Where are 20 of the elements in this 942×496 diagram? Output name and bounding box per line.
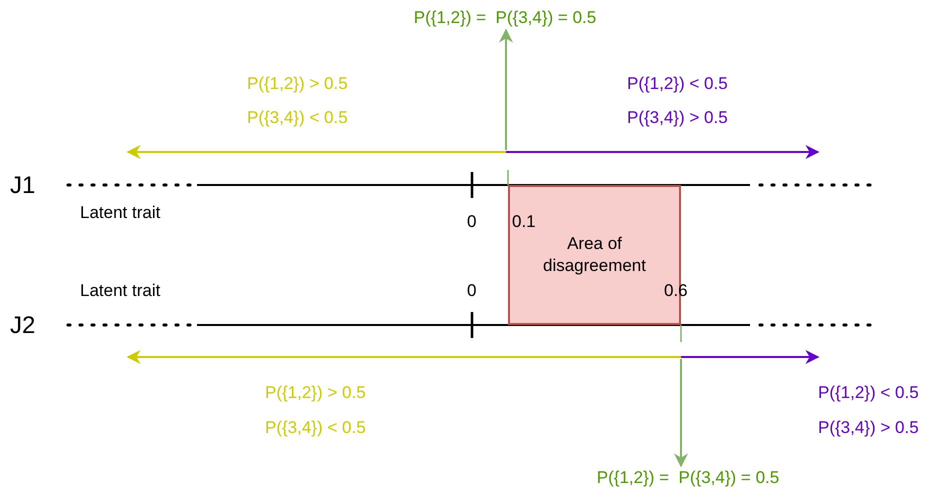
tick-label: 0: [467, 212, 476, 232]
axis-label: Latent trait: [80, 203, 160, 223]
tick-label: 0.6: [664, 281, 688, 301]
condition-label: P({1,2}) > 0.5: [265, 383, 366, 403]
equality-label: P({1,2}) = P({3,4}) = 0.5: [596, 468, 780, 488]
condition-label: P({3,4}) < 0.5: [247, 108, 348, 128]
condition-label: P({3,4}) > 0.5: [818, 418, 919, 438]
tick-label: 0.1: [512, 212, 536, 232]
judge-label: J2: [10, 312, 36, 340]
judge-label: J1: [10, 172, 36, 200]
arrow: [499, 28, 513, 150]
condition-label: P({1,2}) < 0.5: [818, 383, 919, 403]
condition-label: P({3,4}) < 0.5: [265, 418, 366, 438]
axis-label: Latent trait: [80, 281, 160, 301]
condition-label: P({3,4}) > 0.5: [627, 108, 728, 128]
arrow: [674, 359, 688, 468]
condition-label: P({1,2}) > 0.5: [247, 74, 348, 94]
condition-label: P({1,2}) < 0.5: [627, 74, 728, 94]
equality-label: P({1,2}) = P({3,4}) = 0.5: [414, 8, 596, 28]
tick-label: 0: [467, 281, 476, 301]
